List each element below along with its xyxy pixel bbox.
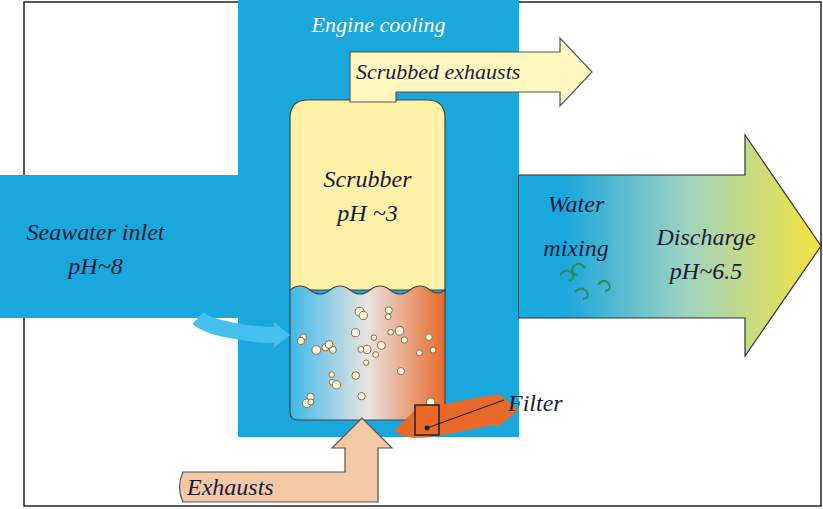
discharge-arrow [519,135,821,356]
seawater-inlet: Seawater inlet pH~8 [0,175,238,318]
filter-element [415,405,439,435]
scrubbed-exhausts-arrow: Scrubbed exhausts [350,52,560,92]
arrow-head [274,322,290,348]
leader-dot [425,426,430,431]
inlet-band [0,175,240,318]
flow-arrow [198,318,274,335]
exhausts-arrow: Exhausts [183,472,345,502]
leader-line [427,400,504,428]
mixing-label: Water mixing [528,182,624,270]
filter-label: Filter [508,386,588,420]
node-text: Scrubber pH ~3 [312,162,423,230]
scrubber-liquid [290,286,445,420]
scrubber-column: Scrubber pH ~3 [290,100,445,420]
node-text: Engine cooling [238,8,519,42]
bubbles [297,307,436,408]
node-text: Scrubbed exhausts [352,55,562,89]
scrubber-gas-space [290,100,445,290]
node-text: Seawater inlet pH~8 [8,215,183,283]
scrubbed-exhaust-arrow [350,38,592,106]
seam [519,176,523,317]
node-text: Exhausts [183,470,307,504]
node-text: Discharge pH~6.5 [631,220,781,288]
mixing-swirls [560,264,610,299]
